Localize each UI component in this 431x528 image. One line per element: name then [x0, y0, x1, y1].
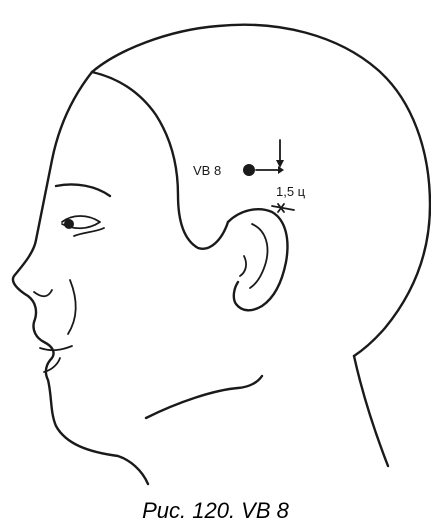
horizontal-arrowhead [278, 166, 284, 174]
ear-tragus [240, 256, 246, 276]
face-profile-line [13, 72, 148, 484]
eyebrow-line [56, 184, 110, 196]
distance-label: 1,5 ц [276, 184, 306, 199]
acupoint-vb8-label: VB 8 [193, 163, 221, 178]
head-profile-illustration: VB 8 1,5 ц [0, 0, 431, 495]
ear-outline [228, 209, 287, 310]
ear-inner-fold [250, 224, 267, 288]
jaw-line [146, 376, 262, 418]
acupoint-vb8-marker [243, 164, 255, 176]
hairline-line [92, 72, 228, 249]
nostril-line [34, 290, 52, 296]
vertical-arrowhead [276, 160, 284, 168]
eye-pupil [64, 219, 74, 229]
eye-lash-line [74, 228, 104, 236]
figure-caption: Рис. 120. VB 8 [0, 497, 431, 525]
nasolabial-fold [68, 280, 76, 334]
mouth-line [40, 346, 72, 350]
nape-line [354, 356, 388, 466]
